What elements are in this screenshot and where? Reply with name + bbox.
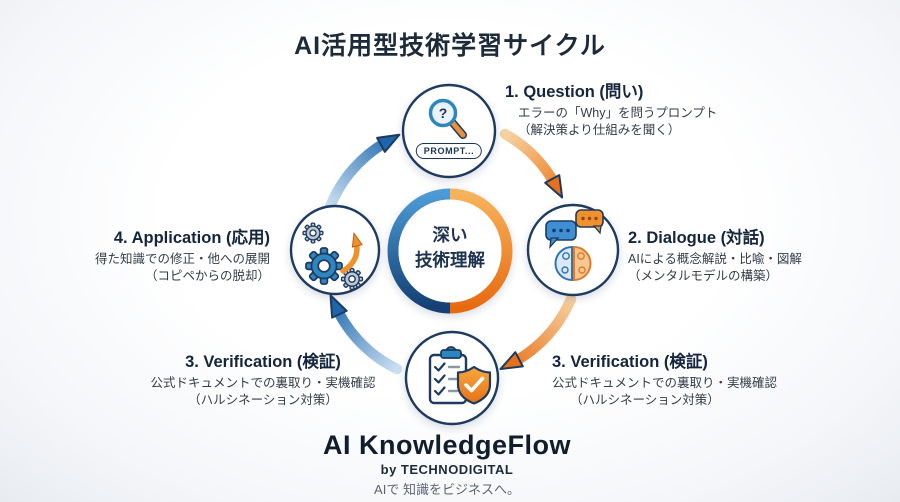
step-verification-right-desc1: 公式ドキュメントでの裏取り・実機確認 [552,376,778,390]
step-label-verification-right: 3. Verification (検証) 公式ドキュメントでの裏取り・実機確認 … [552,348,777,408]
speech-bubble-blue-icon [545,220,577,249]
center-goal-label: 深い 技術理解 [388,223,512,274]
gears-growth-icon [302,222,364,291]
step-dialogue-desc2: （メンタルモデルの構築） [628,268,779,283]
step-question-desc2: （解決策より仕組みを聞く） [518,122,681,137]
center-goal-line1: 深い [432,225,468,245]
step-label-dialogue: 2. Dialogue (対話) AIによる概念解説・比喩・図解 （メンタルモデ… [628,224,802,284]
step-question-title: 1. Question (問い) [505,83,644,101]
center-ring-orange-half [449,188,513,314]
center-disc [398,199,502,303]
center-ring [387,188,513,314]
step-label-question: 1. Question (問い) エラーの「Why」を問うプロンプト （解決策よ… [505,78,717,138]
step-verification-right-desc2: （ハルシネーション対策） [570,392,720,407]
step-verification-left-desc2: （ハルシネーション対策） [188,392,338,407]
prompt-badge: PROMPT... [415,143,483,159]
arrow-application-to-question [324,133,401,213]
question-mark-glyph: ? [439,105,448,121]
arrow-question-to-dialogue [499,128,564,199]
step-application-desc2: （コピペからの脱却） [144,268,270,283]
shield-check-icon [456,365,492,405]
gear-small-top-icon [302,222,324,244]
step-application-desc1: 得た知識での修正・他への展開 [94,252,270,266]
chat-brain-icon [545,209,604,282]
center-ring-blue-half [387,188,451,314]
step-dialogue-desc1: AIによる概念解説・比喩・図解 [628,252,802,266]
step-application-title: 4. Application (応用) [113,229,270,247]
step-label-application: 4. Application (応用) 得た知識での修正・他への展開 （コピペか… [58,224,270,284]
step-verification-left-title: 3. Verification (検証) [185,353,341,371]
gear-large-icon [305,247,343,285]
step-label-verification-left: 3. Verification (検証) 公式ドキュメントでの裏取り・実機確認 … [118,348,408,408]
step-question-desc1: エラーの「Why」を問うプロンプト [518,106,718,120]
checklist-shield-icon [428,346,492,405]
speech-bubble-orange-icon [575,209,604,235]
step-verification-left-desc1: 公式ドキュメントでの裏取り・実機確認 [150,376,376,390]
brand-tagline: AIで 知識をビジネスへ。 [374,482,520,497]
step-verification-right-title: 3. Verification (検証) [552,353,708,371]
brain-icon [554,245,592,282]
brand-title: AI KnowledgeFlow [323,430,571,460]
arrow-dialogue-to-verification [499,293,577,371]
brand-byline: by TECHNODIGITAL [380,462,514,477]
gear-small-bottom-icon [340,267,364,291]
diagram-title: AI活用型技術学習サイクル [294,32,606,60]
arrow-verification-to-application [329,294,403,375]
center-goal-line2: 技術理解 [415,250,485,271]
cycle-arrows [324,128,577,375]
growth-arrow-icon [340,231,363,274]
magnifier-question-icon: ? [428,98,467,139]
step-dialogue-title: 2. Dialogue (対話) [628,229,765,247]
node-question [401,83,497,179]
